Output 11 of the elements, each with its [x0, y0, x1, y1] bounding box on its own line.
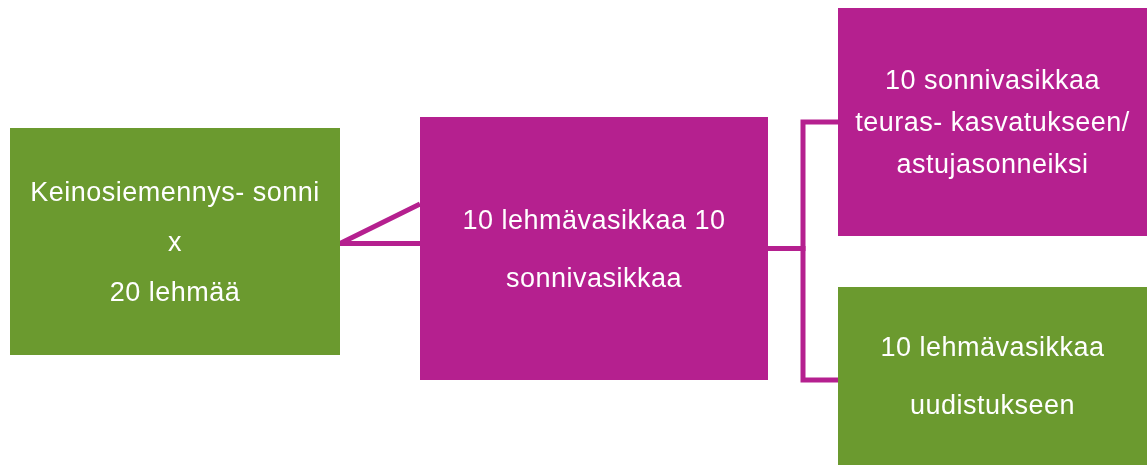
box-text: 10 sonnivasikkaa teuras- kasvatukseen/ astujasonneiksi: [854, 64, 1131, 181]
process-box: [838, 287, 1147, 465]
connector-line: [768, 246, 838, 383]
box-text: 10 lehmävasikkaa 10 sonnivasikkaa: [461, 203, 727, 295]
process-box: [420, 117, 768, 380]
box-text: Keinosiemennys- sonni: [30, 175, 320, 209]
box-text: 20 lehmää: [109, 275, 241, 309]
box-text: 10 lehmävasikkaa uudistukseen: [879, 331, 1106, 422]
process-box: [10, 128, 340, 355]
box-text: x: [168, 225, 182, 259]
process-box: [838, 8, 1147, 236]
